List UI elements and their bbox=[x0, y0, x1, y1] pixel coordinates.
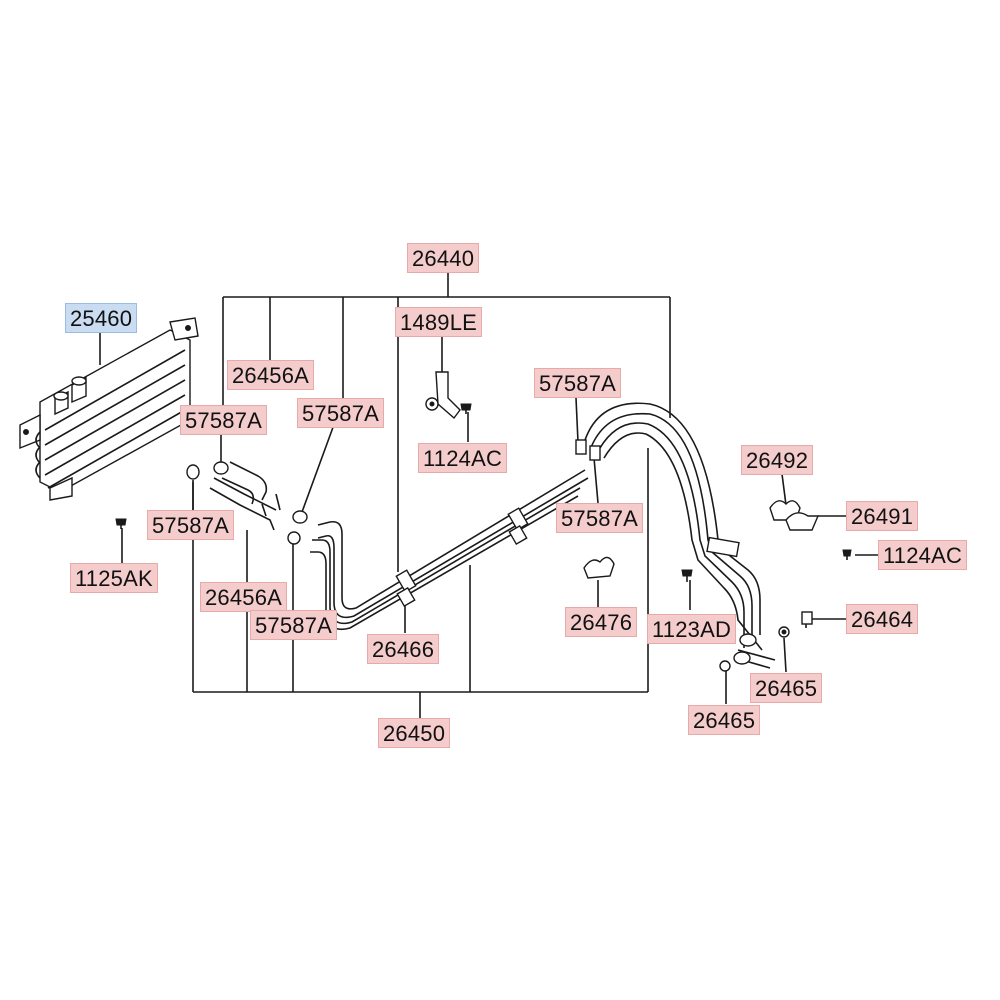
callout-26476[interactable]: 26476 bbox=[565, 607, 638, 637]
callout-26456A[interactable]: 26456A bbox=[227, 360, 315, 390]
leader-lines bbox=[99, 272, 880, 718]
callout-26465[interactable]: 26465 bbox=[750, 673, 823, 703]
cooler-tubes[interactable] bbox=[310, 402, 776, 669]
callout-57587A[interactable]: 57587A bbox=[180, 405, 268, 435]
bolts[interactable] bbox=[115, 403, 852, 672]
callout-26491[interactable]: 26491 bbox=[846, 501, 919, 531]
callout-57587A[interactable]: 57587A bbox=[556, 503, 644, 533]
callout-1489LE[interactable]: 1489LE bbox=[395, 307, 483, 337]
callout-26466[interactable]: 26466 bbox=[367, 634, 440, 664]
callout-57587A[interactable]: 57587A bbox=[297, 398, 385, 428]
bracket-part[interactable] bbox=[425, 371, 461, 420]
callout-26450[interactable]: 26450 bbox=[378, 718, 451, 748]
callout-1125AK[interactable]: 1125AK bbox=[70, 563, 158, 593]
callout-26456A[interactable]: 26456A bbox=[200, 582, 288, 612]
callout-26465[interactable]: 26465 bbox=[688, 705, 761, 735]
clips[interactable] bbox=[583, 500, 820, 579]
callout-57587A[interactable]: 57587A bbox=[534, 368, 622, 398]
callout-57587A[interactable]: 57587A bbox=[250, 610, 338, 640]
callout-26464[interactable]: 26464 bbox=[846, 604, 919, 634]
callout-57587A[interactable]: 57587A bbox=[147, 510, 235, 540]
clamp-rings[interactable] bbox=[186, 461, 308, 545]
callout-1123AD[interactable]: 1123AD bbox=[647, 614, 737, 644]
callout-25460[interactable]: 25460 bbox=[65, 303, 138, 333]
hose-part[interactable] bbox=[209, 461, 281, 531]
callout-1124AC[interactable]: 1124AC bbox=[418, 443, 508, 473]
callout-1124AC[interactable]: 1124AC bbox=[878, 540, 968, 570]
callout-26492[interactable]: 26492 bbox=[741, 445, 814, 475]
callout-26440[interactable]: 26440 bbox=[407, 243, 480, 273]
